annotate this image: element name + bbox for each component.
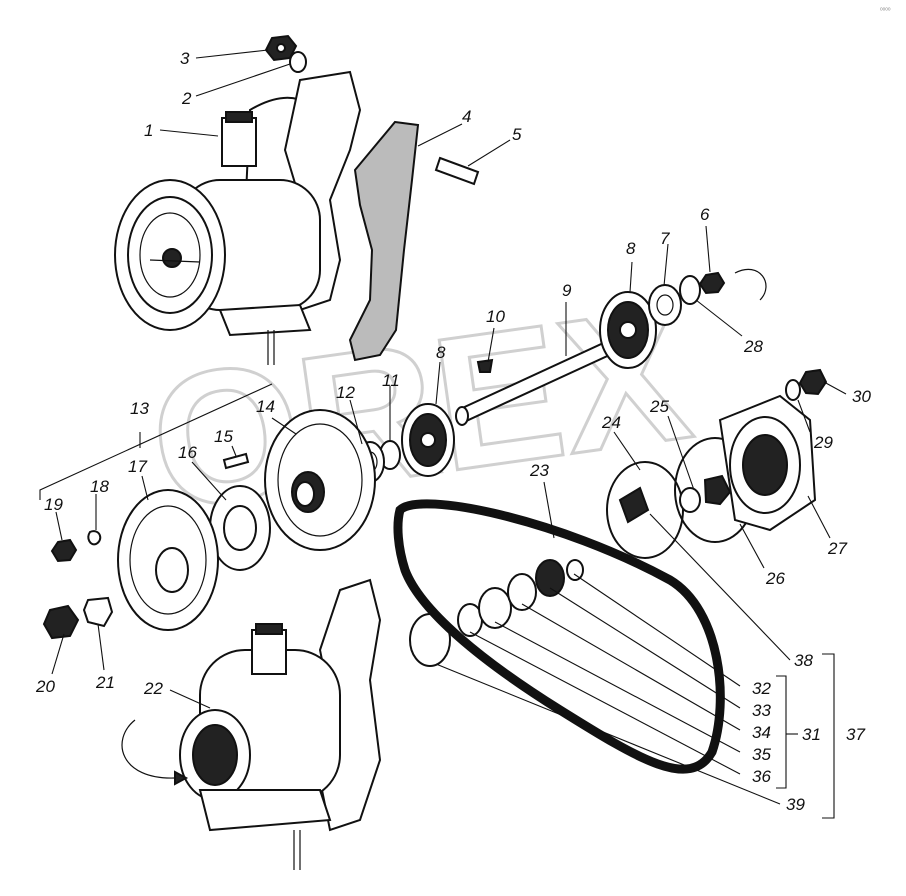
label-24: 24 bbox=[601, 413, 621, 432]
label-3: 3 bbox=[180, 49, 190, 68]
nut-30 bbox=[798, 368, 828, 396]
pump-assembly-top bbox=[114, 70, 362, 365]
label-9: 9 bbox=[562, 281, 572, 300]
label-22: 22 bbox=[143, 679, 163, 698]
label-32: 32 bbox=[752, 679, 771, 698]
seal-kit-31 bbox=[457, 559, 584, 637]
label-11: 11 bbox=[382, 371, 400, 390]
label-17: 17 bbox=[128, 457, 147, 476]
label-14: 14 bbox=[256, 397, 275, 416]
label-13: 13 bbox=[130, 399, 149, 418]
label-21: 21 bbox=[95, 673, 115, 692]
label-25: 25 bbox=[649, 397, 669, 416]
label-39: 39 bbox=[786, 795, 805, 814]
washer-18 bbox=[87, 530, 102, 546]
label-36: 36 bbox=[752, 767, 771, 786]
snap-ring-39 bbox=[409, 613, 451, 667]
label-4: 4 bbox=[462, 107, 471, 126]
nut-6 bbox=[698, 271, 726, 295]
label-10: 10 bbox=[486, 307, 505, 326]
label-8-left: 8 bbox=[436, 343, 446, 362]
label-7: 7 bbox=[660, 229, 670, 248]
key-10 bbox=[476, 358, 494, 373]
label-28: 28 bbox=[743, 337, 763, 356]
pulley-17 bbox=[117, 489, 219, 631]
label-16: 16 bbox=[178, 443, 197, 462]
label-30: 30 bbox=[852, 387, 871, 406]
stud-5 bbox=[434, 156, 480, 186]
label-2: 2 bbox=[181, 89, 192, 108]
lock-washer-21 bbox=[82, 596, 114, 628]
label-33: 33 bbox=[752, 701, 771, 720]
label-35: 35 bbox=[752, 745, 771, 764]
ring-25 bbox=[679, 487, 701, 513]
spacer-7 bbox=[648, 284, 682, 326]
label-29: 29 bbox=[813, 433, 833, 452]
label-31: 31 bbox=[802, 725, 821, 744]
label-34: 34 bbox=[752, 723, 771, 742]
housing-27 bbox=[703, 394, 817, 532]
label-38: 38 bbox=[794, 651, 813, 670]
pulley-14 bbox=[264, 409, 376, 551]
label-8-right: 8 bbox=[626, 239, 636, 258]
gasket-4 bbox=[348, 120, 420, 362]
label-37: 37 bbox=[846, 725, 865, 744]
label-23: 23 bbox=[529, 461, 549, 480]
label-15: 15 bbox=[214, 427, 233, 446]
plate-16 bbox=[209, 485, 271, 571]
label-5: 5 bbox=[512, 125, 522, 144]
label-1: 1 bbox=[144, 121, 153, 140]
corner-mark: ᵒᵒᵒᵒ bbox=[880, 7, 891, 14]
impeller-24 bbox=[606, 461, 684, 559]
bearing-8-left bbox=[401, 403, 455, 477]
ring-28 bbox=[679, 275, 701, 305]
label-18: 18 bbox=[90, 477, 109, 496]
washer-2 bbox=[289, 51, 307, 73]
label-27: 27 bbox=[827, 539, 847, 558]
washer-29 bbox=[785, 379, 801, 401]
callout-labels: 1 2 3 4 5 6 7 8 8 9 10 11 12 13 14 15 16… bbox=[35, 49, 871, 814]
nut-19 bbox=[50, 538, 78, 563]
leader-lines bbox=[39, 49, 847, 819]
rotation-arrow-top bbox=[734, 268, 767, 301]
pump-assembly-bottom bbox=[121, 578, 382, 870]
bearing-8-right bbox=[599, 291, 657, 369]
label-6: 6 bbox=[700, 205, 710, 224]
nut-20 bbox=[42, 604, 80, 640]
label-19: 19 bbox=[44, 495, 63, 514]
label-12: 12 bbox=[336, 383, 355, 402]
label-20: 20 bbox=[35, 677, 55, 696]
pin-15 bbox=[222, 452, 250, 470]
label-26: 26 bbox=[765, 569, 785, 588]
